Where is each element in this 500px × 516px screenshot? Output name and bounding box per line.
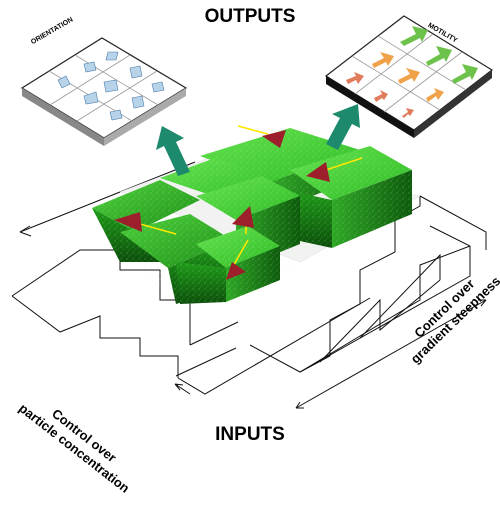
orientation-cell-7 <box>110 110 122 120</box>
diagram-canvas <box>0 0 500 456</box>
orientation-cell-8 <box>132 96 144 108</box>
orientation-cell-6 <box>130 66 142 78</box>
outputs-title: OUTPUTS <box>0 6 500 28</box>
orientation-cell-3 <box>106 52 118 60</box>
orientation-cell-9 <box>152 82 164 92</box>
orientation-cell-5 <box>104 80 118 92</box>
orientation-cell-2 <box>84 62 96 72</box>
output-arrow-right <box>326 104 360 150</box>
output-arrow-left <box>156 126 190 176</box>
